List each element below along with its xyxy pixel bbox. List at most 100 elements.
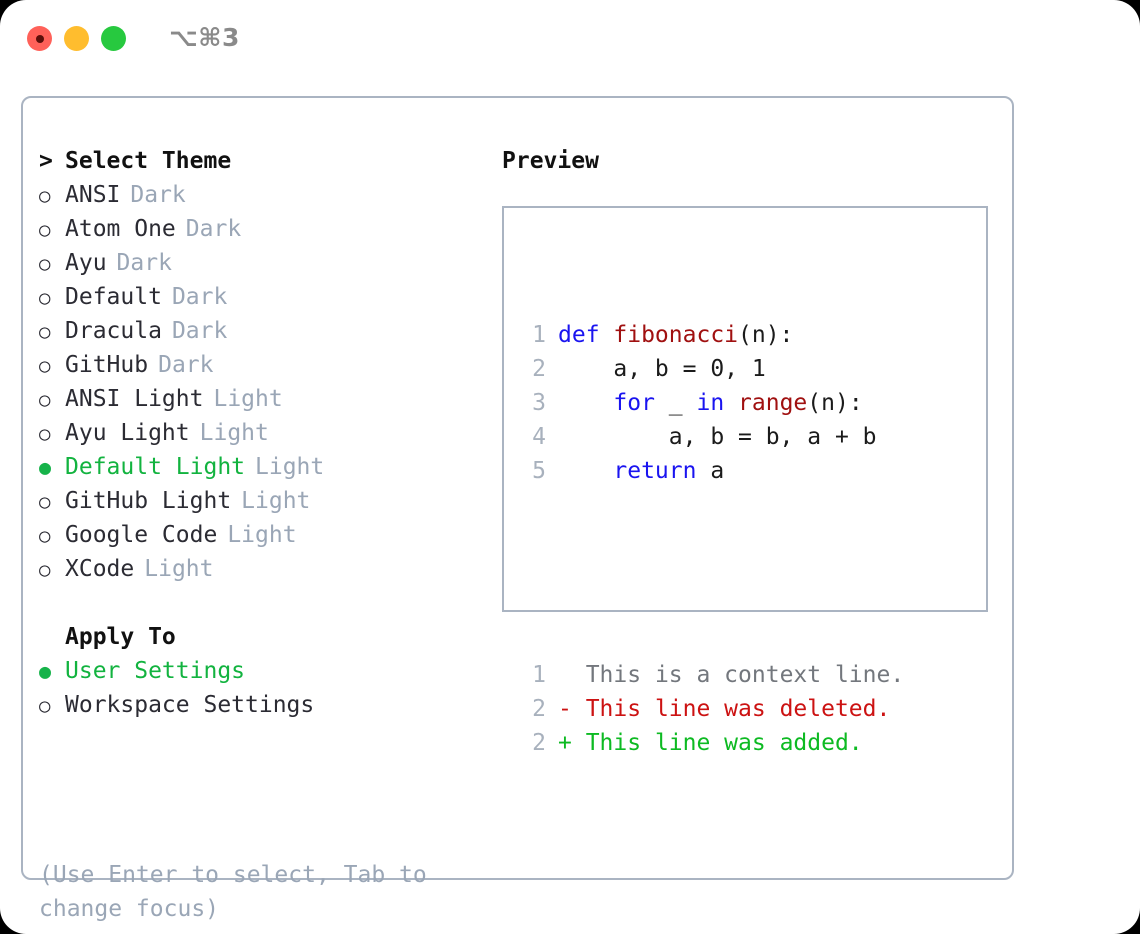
theme-variant-tag: Light [227, 522, 297, 548]
line-number: 2 [532, 356, 546, 382]
theme-list-item[interactable]: ● Default Light Light [39, 450, 479, 484]
radio-unselected-icon: ○ [39, 253, 51, 275]
maximize-button[interactable] [101, 26, 126, 51]
line-number: 2 [532, 696, 546, 722]
code-token: _ [654, 390, 697, 416]
theme-list-item[interactable]: ○ Ayu Dark [39, 246, 479, 280]
diff-marker: - [558, 696, 572, 722]
radio-unselected-icon: ○ [39, 389, 51, 411]
radio-unselected-icon: ○ [39, 423, 51, 445]
line-number: 1 [532, 322, 546, 348]
line-number: 2 [532, 730, 546, 756]
preview-title: Preview [502, 148, 599, 174]
line-number: 3 [532, 390, 546, 416]
theme-name: Default [65, 284, 162, 310]
code-token: return [613, 458, 697, 484]
theme-variant-tag: Light [199, 420, 269, 446]
code-text: return a [558, 454, 724, 488]
code-token: a, b = 0, 1 [558, 356, 766, 382]
code-line: 4 a, b = b, a + b [518, 420, 904, 454]
radio-unselected-icon: ○ [39, 695, 51, 717]
diff-text: This is a context line. [571, 662, 905, 688]
diff-text: This line was deleted. [571, 696, 891, 722]
traffic-light-buttons [27, 26, 126, 51]
apply-to-label: User Settings [65, 658, 246, 684]
theme-variant-tag: Dark [130, 182, 186, 208]
code-gap [518, 556, 904, 590]
caret-icon: > [39, 148, 53, 174]
theme-name: Dracula [65, 318, 162, 344]
radio-unselected-icon: ○ [39, 185, 51, 207]
keyboard-hint: (Use Enter to select, Tab to change focu… [39, 862, 427, 922]
apply-to-label: Workspace Settings [65, 692, 315, 718]
theme-name: ANSI [65, 182, 121, 208]
code-token: (n): [738, 322, 794, 348]
line-number: 1 [532, 662, 546, 688]
theme-name: GitHub [65, 352, 149, 378]
close-button[interactable] [27, 26, 52, 51]
theme-list-item[interactable]: ○ XCode Light [39, 552, 479, 586]
radio-unselected-icon: ○ [39, 355, 51, 377]
code-token: for [613, 390, 655, 416]
code-line: 1 def fibonacci(n): [518, 318, 904, 352]
code-token: def [558, 322, 614, 348]
theme-variant-tag: Light [255, 454, 325, 480]
theme-variant-tag: Dark [116, 250, 172, 276]
theme-name: Atom One [65, 216, 176, 242]
radio-unselected-icon: ○ [39, 491, 51, 513]
line-number: 5 [532, 458, 546, 484]
radio-selected-icon: ● [39, 659, 52, 683]
theme-list-item[interactable]: ○ GitHub Light Light [39, 484, 479, 518]
title-bar: ⌥⌘3 [0, 0, 1140, 78]
radio-unselected-icon: ○ [39, 525, 51, 547]
theme-variant-tag: Light [241, 488, 311, 514]
code-text: for _ in range(n): [558, 386, 863, 420]
apply-to-item[interactable]: ● User Settings [39, 654, 479, 688]
radio-unselected-icon: ○ [39, 559, 51, 581]
theme-list-item[interactable]: ○ ANSI Dark [39, 178, 479, 212]
diff-marker: + [558, 730, 572, 756]
code-token [558, 458, 613, 484]
apply-to-title: Apply To [65, 624, 176, 650]
code-text: def fibonacci(n): [558, 318, 793, 352]
code-line: 2 a, b = 0, 1 [518, 352, 904, 386]
theme-list-item[interactable]: ○ Dracula Dark [39, 314, 479, 348]
diff-marker [558, 658, 572, 692]
diff-line: 2+ This line was added. [518, 726, 904, 760]
code-line: 3 for _ in range(n): [518, 386, 904, 420]
theme-variant-tag: Light [144, 556, 214, 582]
code-token [558, 390, 613, 416]
radio-unselected-icon: ○ [39, 287, 51, 309]
line-number: 4 [532, 424, 546, 450]
apply-to-list: ● User Settings ○ Workspace Settings [39, 654, 479, 722]
theme-variant-tag: Dark [171, 318, 228, 344]
theme-name: GitHub Light [65, 488, 232, 514]
radio-unselected-icon: ○ [39, 321, 51, 343]
code-token: (n): [807, 390, 863, 416]
theme-name: Default Light [65, 454, 246, 480]
apply-to-bullet-spacer: ○ [39, 621, 65, 655]
theme-name: ANSI Light [65, 386, 204, 412]
apply-to-header: ○ Apply To [39, 620, 479, 654]
apply-to-item[interactable]: ○ Workspace Settings [39, 688, 479, 722]
select-theme-title: Select Theme [65, 148, 232, 174]
theme-name: XCode [65, 556, 135, 582]
radio-selected-icon: ● [39, 455, 52, 479]
code-text: a, b = b, a + b [558, 420, 877, 454]
theme-name: Ayu [65, 250, 107, 276]
diff-line: 1 This is a context line. [518, 658, 904, 692]
minimize-button[interactable] [64, 26, 89, 51]
